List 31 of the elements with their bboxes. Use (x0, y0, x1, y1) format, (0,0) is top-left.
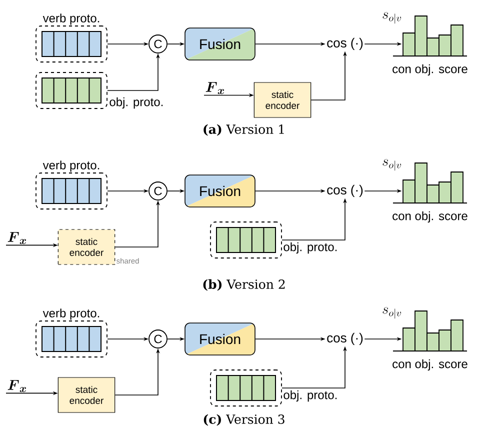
cosine-text: cos (·) (327, 38, 363, 50)
dashed-prototype-box: obj. proto. (36, 72, 163, 109)
dashed-prototype-box: obj. proto. (210, 370, 337, 406)
feature-symbol: $\boldsymbol{F}_{\boldsymbol{x}}$ (8, 232, 26, 244)
node-label: verb proto. (42, 14, 100, 25)
node-label: obj. proto. (110, 97, 163, 109)
dashed-prototype-box: verb proto. (36, 160, 108, 210)
node-label: obj. proto. (284, 390, 337, 402)
dashed-prototype-box: obj. proto. (210, 222, 337, 258)
encoder-box: static encoder (58, 377, 116, 413)
cosine-text: cos (·) (327, 184, 363, 198)
panel-caption: (a) Version 1 (204, 124, 284, 136)
score-caption: con obj. score (392, 211, 468, 223)
score-caption: con obj. score (392, 64, 468, 76)
fusion-box: Fusion (184, 322, 256, 356)
encoder-box: static encoder (254, 82, 312, 118)
score-caption: con obj. score (392, 359, 468, 371)
dashed-prototype-box: verb proto. (36, 308, 108, 358)
panel-caption: (b) Version 2 (203, 279, 285, 291)
feature-symbol: $\boldsymbol{F}_{\boldsymbol{x}}$ (8, 380, 26, 392)
feature-symbol: $\boldsymbol{F}_{\boldsymbol{x}}$ (206, 82, 224, 94)
node-label: verb proto. (42, 308, 100, 320)
node-label: obj. proto. (284, 242, 337, 254)
score-symbol: $s_{o|v}$ (382, 307, 401, 319)
fusion-box: Fusion (184, 28, 256, 60)
dashed-prototype-box: verb proto. (36, 14, 108, 62)
node-label: verb proto. (42, 160, 100, 172)
cosine-text: cos (·) (327, 332, 363, 346)
score-symbol: $s_{o|v}$ (382, 159, 401, 171)
fusion-box: Fusion (184, 174, 256, 208)
score-symbol: $s_{o|v}$ (382, 12, 401, 24)
